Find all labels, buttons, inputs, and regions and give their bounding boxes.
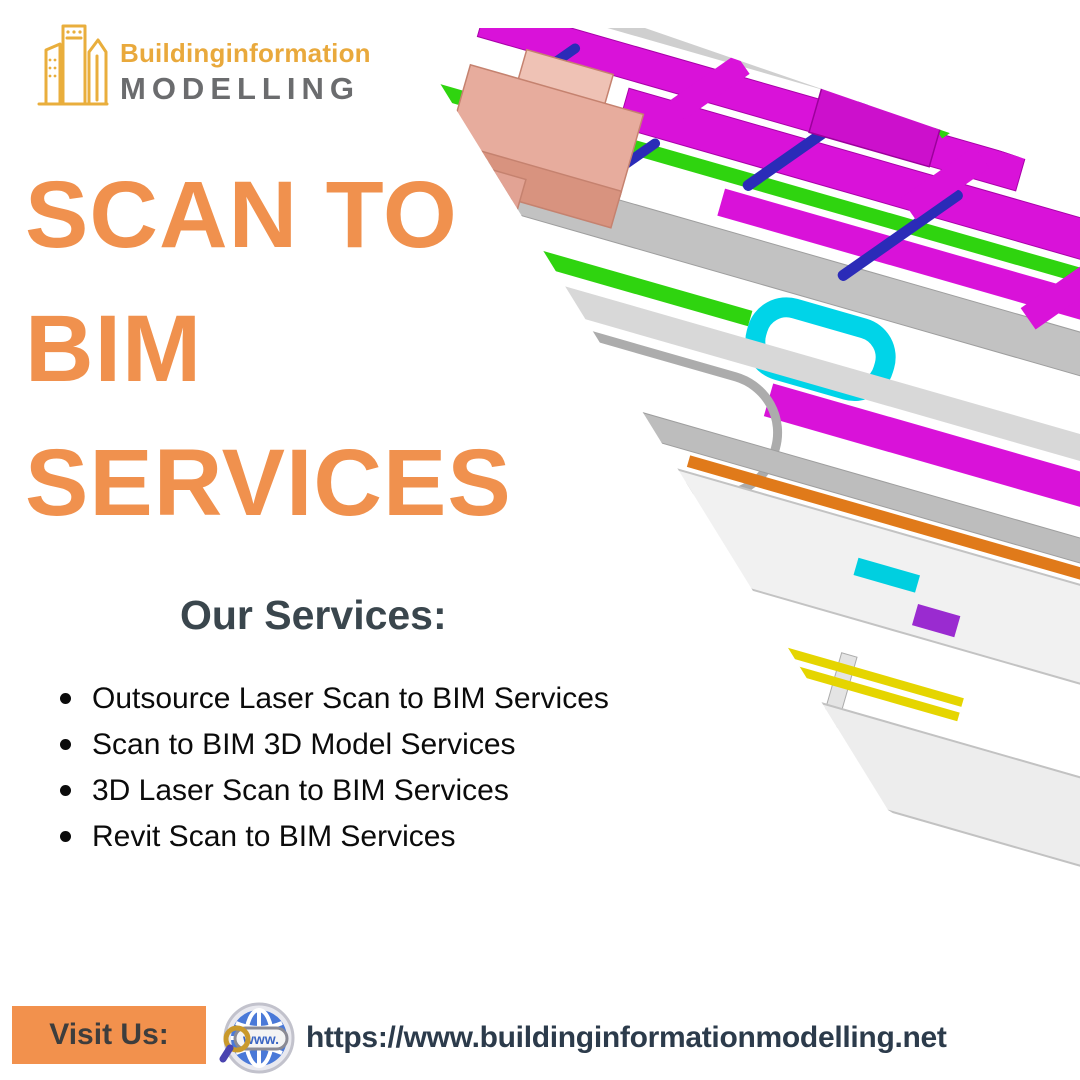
brand-logo: Buildinginformation MODELLING (36, 16, 371, 108)
buildings-outline-icon (37, 24, 109, 106)
visit-us-button[interactable]: Visit Us: (12, 1006, 206, 1064)
service-item-4: Revit Scan to BIM Services (58, 814, 609, 860)
hero-title-line-2: BIM (25, 296, 203, 402)
hero-title-line-1: SCAN TO (25, 162, 458, 268)
hero-title-line-3: SERVICES (25, 430, 512, 536)
website-url-link[interactable]: https://www.buildinginformationmodelling… (306, 1021, 947, 1054)
services-heading: Our Services: (180, 592, 447, 638)
hero-title: SCAN TO BIM SERVICES (25, 148, 512, 550)
www-globe-icon: www. (219, 1002, 295, 1074)
brand-name-top: Buildinginformation (120, 38, 371, 68)
footer-bar: Visit Us: www. https://www.buildinginfor… (0, 996, 1080, 1080)
services-list: Outsource Laser Scan to BIM Services Sca… (58, 676, 609, 860)
bim-3d-model-image (433, 28, 1080, 938)
service-item-2: Scan to BIM 3D Model Services (58, 722, 609, 768)
service-item-1: Outsource Laser Scan to BIM Services (58, 676, 609, 722)
brand-logo-text: Buildinginformation MODELLING (120, 16, 371, 108)
brand-name-bottom: MODELLING (120, 71, 360, 106)
globe-www-text: www. (242, 1031, 279, 1047)
service-item-3: 3D Laser Scan to BIM Services (58, 768, 609, 814)
